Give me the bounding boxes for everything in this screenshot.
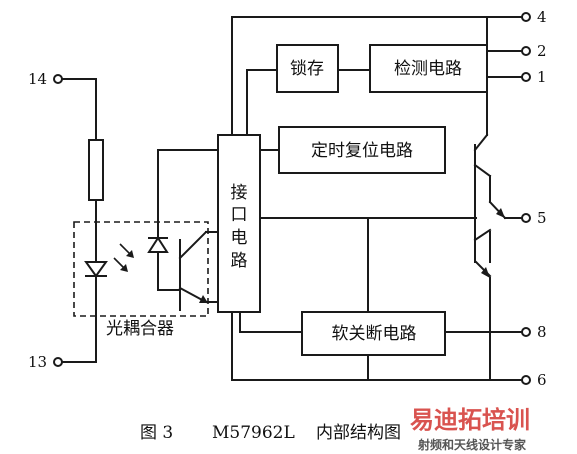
interface-label-4: 路 xyxy=(231,251,248,271)
timer-reset-block xyxy=(278,126,446,174)
pin4-label: 4 xyxy=(537,8,547,26)
optocoupler-label: 光耦合器 xyxy=(106,319,174,339)
interface-block xyxy=(217,134,261,313)
pin2-label: 2 xyxy=(537,42,547,60)
pin1-terminal xyxy=(521,72,531,82)
soft-off-label: 软关断电路 xyxy=(332,324,417,344)
detect-label: 检测电路 xyxy=(394,59,462,79)
pin14-label: 14 xyxy=(28,70,47,88)
optocoupler-boundary xyxy=(73,221,209,317)
pin13-label: 13 xyxy=(28,353,47,371)
watermark-sub: 射频和天线设计专家 xyxy=(417,437,527,452)
pin14-terminal xyxy=(53,74,63,84)
led-icon xyxy=(84,261,108,278)
pin6-label: 6 xyxy=(537,371,547,389)
interface-label-3: 电 xyxy=(231,228,248,248)
photodiode-icon xyxy=(147,236,169,253)
pin6-terminal xyxy=(521,375,531,385)
pin5-terminal xyxy=(521,213,531,223)
pin8-terminal xyxy=(521,327,531,337)
caption-text: 内部结构图 xyxy=(316,423,401,443)
input-resistor xyxy=(88,139,104,201)
watermark-main: 易迪拓培训 xyxy=(410,406,530,434)
pin5-label: 5 xyxy=(537,209,547,227)
interface-label-2: 口 xyxy=(231,205,248,225)
caption-fig: 图 3 xyxy=(140,423,173,443)
pin13-terminal xyxy=(53,357,63,367)
soft-off-block xyxy=(301,311,446,356)
latch-label: 锁存 xyxy=(290,59,324,79)
latch-block xyxy=(276,44,339,93)
pin2-terminal xyxy=(521,46,531,56)
pin1-label: 1 xyxy=(537,68,547,86)
input-circuit xyxy=(61,78,219,363)
timer-reset-label: 定时复位电路 xyxy=(311,141,413,161)
caption-model: M57962L xyxy=(212,423,295,443)
interface-label-1: 接 xyxy=(231,183,248,203)
detect-block xyxy=(369,44,488,93)
pin8-label: 8 xyxy=(537,323,547,341)
pin-terminals xyxy=(53,12,531,385)
pin4-terminal xyxy=(521,12,531,22)
